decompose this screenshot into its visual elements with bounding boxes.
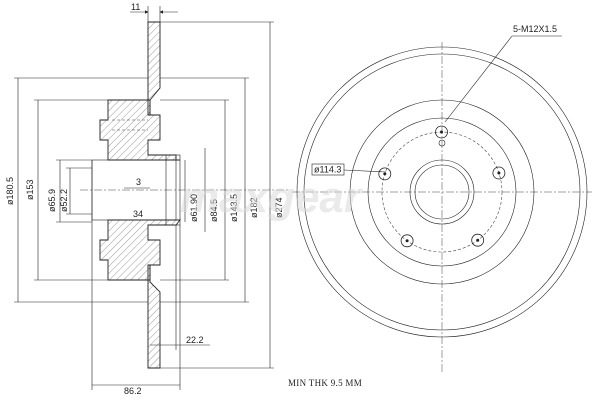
- maxgear-watermark: maxgear: [180, 173, 364, 222]
- dim-3-label: 3: [136, 177, 141, 187]
- dim-34-label: 34: [133, 209, 143, 219]
- bolt-hole: [400, 234, 414, 248]
- min-thickness-note: MIN THK 9.5 MM: [288, 378, 362, 388]
- bolt-hole-center: [476, 238, 480, 242]
- front-view: 5-M12X1.5 ø114.3: [292, 24, 592, 372]
- dim-86-2-label: 86.2: [124, 386, 142, 396]
- index-hole: [438, 139, 446, 147]
- bolt-hole: [435, 125, 448, 139]
- dim-22-2-label: 22.2: [186, 335, 204, 345]
- bolt-leader-line: [444, 35, 513, 123]
- pcd-leader-line: [343, 169, 387, 173]
- dim-182-label: ø182: [249, 197, 259, 218]
- bearing-seat: [165, 154, 181, 226]
- dim-11-label: 11: [131, 2, 140, 12]
- center-bore-inner: [414, 164, 470, 220]
- disc-outer-chamfer: [303, 53, 581, 331]
- pcd-label: ø114.3: [314, 165, 341, 175]
- disc-outer-edge: [296, 46, 588, 338]
- dim-274-label: ø274: [274, 197, 284, 218]
- dim-52-2-label: ø52.2: [59, 189, 69, 212]
- bolt-hole-center: [383, 172, 387, 176]
- dim-143-5-label: ø143.5: [229, 194, 239, 222]
- hub-section-lower: [99, 219, 181, 281]
- bolt-spec-label: 5-M12X1.5: [513, 24, 557, 34]
- dim-65-9-label: ø65.9: [47, 189, 57, 212]
- dim-153-label: ø153: [25, 179, 35, 200]
- side-section-view: 11 ø180.5 ø153 ø65.9 ø52.2 3 34 ø61.90 ø…: [5, 2, 290, 396]
- bolt-hole: [471, 233, 485, 247]
- bolt-hole-center: [497, 171, 501, 175]
- dim-84-5-label: ø84.5: [209, 199, 219, 222]
- bolt-hole-center: [440, 130, 443, 134]
- dim-180-5-label: ø180.5: [5, 177, 15, 205]
- pcd-label-box: [311, 163, 345, 176]
- bolt-hole: [492, 166, 506, 180]
- center-bore-outer: [409, 159, 475, 225]
- bolt-hole: [378, 167, 392, 181]
- hat-outer: [367, 117, 517, 267]
- friction-ring-inner: [349, 99, 535, 285]
- dim-61-90-label: ø61.90: [189, 194, 199, 222]
- bolt-hole-group: [378, 125, 506, 248]
- bolt-hole-center: [405, 239, 409, 243]
